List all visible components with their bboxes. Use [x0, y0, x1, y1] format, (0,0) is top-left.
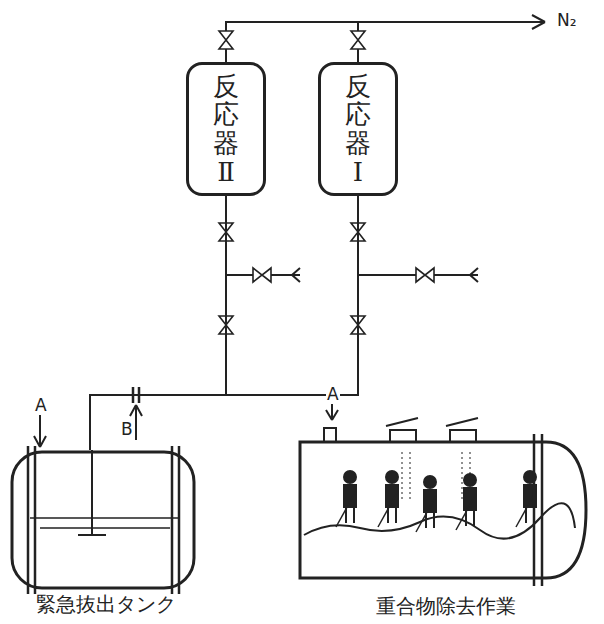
valve-symbol — [219, 31, 233, 49]
reactor-label: 反応器Ⅱ — [213, 72, 239, 186]
worker-figure — [386, 471, 398, 483]
worker-figure — [346, 507, 354, 523]
vessel-outline — [298, 440, 590, 580]
worker-figure — [344, 485, 356, 507]
worker-figure — [344, 471, 356, 483]
point-label: A — [326, 385, 340, 404]
worker-figure — [386, 485, 398, 507]
tank-flange — [28, 446, 179, 594]
branch-end — [470, 268, 478, 282]
valve-symbol — [416, 268, 434, 282]
point-label: B — [120, 420, 134, 439]
valve-symbol — [351, 31, 365, 49]
manhole — [386, 418, 478, 442]
vessel-caption: 緊急抜出タンク — [8, 591, 204, 618]
valve-symbol — [253, 268, 271, 282]
dip-pipe-end — [78, 534, 106, 536]
worker-figure — [464, 488, 476, 510]
worker-figure — [424, 490, 436, 512]
work-vessel: 重合物除去作業 — [298, 440, 594, 620]
liquid-level — [30, 518, 178, 528]
branch-end — [292, 268, 300, 282]
reactor-label: 反応器Ⅰ — [345, 72, 371, 186]
worker-figure — [424, 476, 436, 488]
reactor-vessel: 反応器Ⅱ — [186, 62, 266, 196]
pipe-line — [90, 196, 358, 450]
scraper-tool — [336, 491, 356, 527]
arrow-a — [34, 415, 46, 447]
dip-pipe — [91, 450, 93, 535]
worker-figure — [388, 507, 396, 523]
vessel-caption: 重合物除去作業 — [298, 593, 594, 620]
point-label: A — [34, 396, 48, 415]
vessel-flange — [534, 434, 542, 586]
nitrogen-header — [226, 22, 545, 62]
worker-figure — [464, 474, 476, 486]
arrow-a — [326, 404, 338, 420]
discharge-tank: 緊急抜出タンク — [8, 450, 204, 618]
tank-shell — [12, 452, 194, 588]
gas-label: N₂ — [556, 11, 578, 30]
nitrogen-arrow — [532, 15, 545, 29]
scraper-tool — [416, 496, 436, 532]
vessel-outline — [8, 450, 200, 590]
reactor-vessel: 反応器Ⅰ — [318, 62, 398, 196]
scraper-tool — [378, 491, 398, 527]
nozzle — [324, 428, 336, 442]
worker-figure — [426, 512, 434, 528]
scraper-tool — [456, 494, 476, 530]
pipe-line — [90, 196, 226, 450]
worker-figure — [466, 510, 474, 526]
